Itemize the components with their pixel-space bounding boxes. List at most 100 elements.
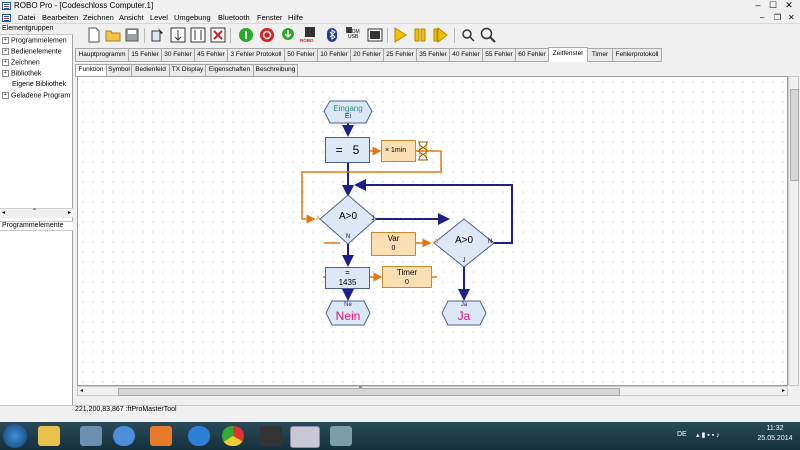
tab-20-fehler[interactable]: 20 Fehler bbox=[350, 48, 384, 62]
start-button[interactable] bbox=[3, 424, 27, 448]
scroll-grip[interactable]: ''' bbox=[33, 209, 37, 215]
expand-icon[interactable]: + bbox=[2, 59, 9, 66]
tray-icons[interactable]: ▴ ▮ ▪ ▪ ♪ bbox=[696, 432, 720, 439]
scroll-right-arrow-icon[interactable]: ▸ bbox=[67, 210, 71, 216]
menu-bearbeiten[interactable]: Bearbeiten bbox=[42, 13, 79, 22]
canvas-vertical-scrollbar[interactable] bbox=[788, 76, 799, 386]
expand-icon[interactable]: + bbox=[2, 70, 9, 77]
search-icon[interactable] bbox=[460, 27, 476, 43]
assign-block-2[interactable]: = 1435 bbox=[325, 267, 370, 289]
assign-block-1[interactable]: = 5 bbox=[325, 137, 370, 163]
menu-level[interactable]: Level bbox=[150, 13, 168, 22]
program-canvas[interactable]: Eingang Ei = 5 × 1min A>0 A J N Var 0 A>… bbox=[77, 76, 788, 386]
menu-hilfe[interactable]: Hilfe bbox=[288, 13, 304, 22]
tree-item-bedienelemente[interactable]: +Bedienelemente bbox=[2, 48, 62, 55]
menu-ansicht[interactable]: Ansicht bbox=[119, 13, 144, 22]
tab-40-fehler[interactable]: 40 Fehler bbox=[449, 48, 483, 62]
tab-25-fehler[interactable]: 25 Fehler bbox=[383, 48, 417, 62]
window-title: ROBO Pro - [Codeschloss Computer.1] bbox=[14, 1, 154, 10]
copy-icon[interactable] bbox=[150, 27, 166, 43]
close-button[interactable]: ✕ bbox=[785, 0, 793, 10]
step-icon[interactable] bbox=[432, 27, 448, 43]
condition-block-1[interactable] bbox=[319, 194, 377, 245]
drawing-tool-icon[interactable] bbox=[260, 426, 282, 446]
zoom-icon[interactable] bbox=[480, 27, 496, 43]
robo-pro-taskbar-icon[interactable] bbox=[290, 426, 320, 448]
exit-nein-block[interactable] bbox=[325, 300, 371, 326]
menu-bluetooth[interactable]: Bluetooth bbox=[218, 13, 250, 22]
open-folder-icon[interactable] bbox=[105, 27, 121, 43]
media-player-icon[interactable] bbox=[150, 426, 172, 446]
mdi-restore-button[interactable]: ❐ bbox=[774, 13, 782, 22]
display-icon[interactable] bbox=[367, 27, 383, 43]
menu-bar: Datei Bearbeiten Zeichnen Ansicht Level … bbox=[0, 12, 800, 24]
reorder-icon[interactable] bbox=[190, 27, 206, 43]
clock-time[interactable]: 11:32 bbox=[766, 425, 784, 432]
save-icon[interactable] bbox=[124, 27, 140, 43]
internet-explorer-icon[interactable] bbox=[188, 426, 210, 446]
vertical-scroll-thumb[interactable] bbox=[790, 89, 799, 181]
menu-zeichnen[interactable]: Zeichnen bbox=[83, 13, 114, 22]
new-file-icon[interactable] bbox=[86, 27, 102, 43]
tab-15-fehler[interactable]: 15 Fehler bbox=[128, 48, 162, 62]
tab-55-fehler[interactable]: 55 Fehler bbox=[482, 48, 516, 62]
explorer-icon[interactable] bbox=[38, 426, 60, 446]
tools-icon[interactable] bbox=[80, 426, 102, 446]
tree-item-eigene-bibliothek[interactable]: Eigene Bibliothek bbox=[12, 81, 67, 88]
tree-item-zeichnen[interactable]: +Zeichnen bbox=[2, 59, 40, 66]
tree-item-geladene-programme[interactable]: +Geladene Program bbox=[2, 92, 70, 99]
scroll-right-arrow-icon[interactable]: ▸ bbox=[781, 388, 785, 394]
com-usb-button[interactable]: COM USB bbox=[346, 27, 360, 40]
bluetooth-icon[interactable] bbox=[324, 27, 340, 43]
tab-35-fehler[interactable]: 35 Fehler bbox=[416, 48, 450, 62]
play-icon[interactable] bbox=[392, 27, 408, 43]
entry-block[interactable] bbox=[323, 100, 373, 124]
clock-date[interactable]: 25.05.2014 bbox=[757, 435, 793, 442]
download-icon[interactable] bbox=[280, 27, 296, 43]
tab-zeitfenster[interactable]: Zeitfenster bbox=[548, 47, 588, 62]
left-panel-scrollbar[interactable]: ◂ ''' ▸ bbox=[0, 208, 73, 218]
tab-timer[interactable]: Timer bbox=[587, 48, 613, 62]
expand-icon[interactable]: + bbox=[2, 48, 9, 55]
condition-block-2[interactable] bbox=[433, 218, 495, 268]
menu-datei[interactable]: Datei bbox=[18, 13, 36, 22]
start-icon[interactable] bbox=[238, 27, 254, 43]
expand-icon[interactable]: + bbox=[2, 37, 9, 44]
scroll-left-arrow-icon[interactable]: ◂ bbox=[80, 388, 84, 394]
mdi-minimize-button[interactable]: – bbox=[760, 13, 765, 22]
tab-3-fehler-protokoll[interactable]: 3 Fehler Protokoll bbox=[227, 48, 285, 62]
expand-icon[interactable]: + bbox=[2, 92, 9, 99]
tab-60-fehler[interactable]: 60 Fehler bbox=[515, 48, 549, 62]
tab-hauptprogramm[interactable]: Hauptprogramm bbox=[75, 48, 129, 62]
toolbar: ROBO COM USB bbox=[80, 25, 800, 47]
maximize-button[interactable]: ☐ bbox=[768, 0, 778, 10]
exit-ja-block[interactable] bbox=[441, 300, 487, 326]
tab-10-fehler[interactable]: 10 Fehler bbox=[317, 48, 351, 62]
mdi-close-button[interactable]: ✕ bbox=[788, 13, 795, 22]
tree-item-programmelemente[interactable]: +Programmelemen bbox=[2, 37, 67, 44]
tab-50-fehler[interactable]: 50 Fehler bbox=[284, 48, 318, 62]
timer-block[interactable]: Timer 0 bbox=[382, 266, 432, 288]
delete-icon[interactable] bbox=[210, 27, 226, 43]
horizontal-scroll-thumb[interactable]: ''' bbox=[118, 387, 620, 396]
robo-interface-button[interactable]: ROBO bbox=[300, 27, 318, 45]
insert-icon[interactable] bbox=[170, 27, 186, 43]
language-indicator[interactable]: DE bbox=[677, 431, 687, 438]
tab-fehlerprotokoll[interactable]: Fehlerprotokoll bbox=[612, 48, 662, 62]
menu-umgebung[interactable]: Umgebung bbox=[174, 13, 211, 22]
var-block[interactable]: Var 0 bbox=[371, 232, 416, 256]
tab-30-fehler[interactable]: 30 Fehler bbox=[161, 48, 195, 62]
paint-icon[interactable] bbox=[330, 426, 352, 446]
wait-block[interactable]: × 1min bbox=[381, 140, 416, 162]
tree-item-bibliothek[interactable]: +Bibliothek bbox=[2, 70, 41, 77]
menu-fenster[interactable]: Fenster bbox=[257, 13, 283, 22]
network-icon[interactable] bbox=[113, 426, 135, 446]
minimize-button[interactable]: – bbox=[755, 0, 761, 10]
pause-icon[interactable] bbox=[412, 27, 428, 43]
scroll-left-arrow-icon[interactable]: ◂ bbox=[2, 210, 6, 216]
stop-icon[interactable] bbox=[259, 27, 275, 43]
tab-45-fehler[interactable]: 45 Fehler bbox=[194, 48, 228, 62]
canvas-horizontal-scrollbar[interactable]: ◂ ''' ▸ bbox=[77, 386, 788, 396]
chrome-icon[interactable] bbox=[222, 426, 244, 446]
var-value: 0 bbox=[391, 245, 396, 252]
